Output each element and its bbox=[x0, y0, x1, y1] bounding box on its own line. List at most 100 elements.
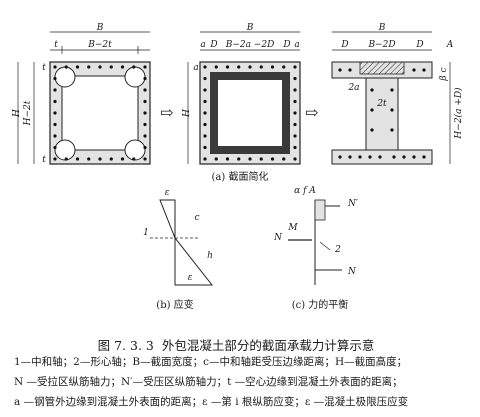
panel-c-label: (c) 力的平衡 bbox=[292, 298, 349, 311]
rebar-dot bbox=[370, 128, 374, 132]
rebar-dot bbox=[348, 155, 352, 159]
dim-ac-left: a bbox=[200, 40, 205, 50]
rebar-dot bbox=[370, 108, 374, 112]
dim-2tc: 2t bbox=[376, 99, 387, 109]
caption-line-3: a —钢管外边缘到混凝土外表面的距离；ε —第 i 根纵筋应变；ε —混凝土极限… bbox=[14, 396, 409, 408]
rebar-dot bbox=[53, 99, 57, 104]
rebar-dot bbox=[203, 76, 207, 81]
rebar-dot bbox=[143, 76, 147, 81]
rebar-dot bbox=[132, 65, 136, 69]
rebar-dot bbox=[282, 157, 286, 161]
rebar-dot bbox=[293, 88, 297, 92]
rebar-dot bbox=[75, 65, 80, 69]
rebar-dot bbox=[270, 157, 275, 161]
rebar-dot bbox=[358, 155, 362, 159]
rebar-dot bbox=[248, 157, 252, 161]
dim-H-2: H bbox=[182, 109, 192, 118]
caption-line-1: 1—中和轴；2—形心轴；B—截面宽度；c—中和轴距受压边缘距离；H—截面高度； bbox=[14, 356, 408, 368]
panel-a-label: (a) 截面简化 bbox=[212, 170, 269, 183]
rebar-dot bbox=[293, 76, 297, 81]
rebars-simplified bbox=[203, 65, 297, 161]
panel-b-label: (b) 应变 bbox=[156, 298, 193, 311]
rebar-dot bbox=[293, 99, 297, 104]
rebar-dot bbox=[87, 65, 91, 69]
rebar-dot bbox=[53, 122, 57, 127]
rebar-dot bbox=[259, 65, 263, 69]
rebar-dot bbox=[203, 88, 207, 92]
rebar-dot bbox=[259, 157, 263, 161]
section-simplified-hollow bbox=[218, 80, 282, 146]
dim-2ac: 2a bbox=[347, 83, 359, 93]
label-alpha-fc-Ac: α f A bbox=[294, 186, 316, 196]
label-2: 2 bbox=[334, 245, 341, 255]
rebar-dot bbox=[53, 76, 57, 81]
dim-B-2ac-2D: B−2a −2D bbox=[225, 40, 275, 50]
section-original: B t B−2t H H−2t t t bbox=[12, 23, 151, 165]
label-eps-cu: ε bbox=[165, 188, 170, 198]
dim-B: B bbox=[96, 23, 104, 33]
rebar-dot bbox=[338, 68, 342, 72]
rebar-dot bbox=[203, 145, 207, 150]
rebar-dot bbox=[293, 122, 297, 127]
rebars-original bbox=[53, 65, 147, 161]
label-Nu: N bbox=[273, 233, 283, 243]
rebar-dot bbox=[270, 65, 275, 69]
rebar-dot bbox=[412, 155, 416, 159]
steel-tube-bl bbox=[54, 139, 76, 161]
rebar-dot bbox=[203, 122, 207, 127]
dim-B-2: B bbox=[246, 23, 254, 33]
rebar-dot bbox=[203, 65, 207, 69]
rebar-dot bbox=[143, 157, 147, 161]
dim-D-right: D bbox=[282, 40, 290, 50]
rebar-dot bbox=[248, 65, 252, 69]
rebar-dot bbox=[143, 111, 147, 115]
label-Nl: N bbox=[347, 267, 357, 277]
dim-D-left: D bbox=[209, 40, 217, 50]
rebars-equivalent bbox=[338, 68, 426, 159]
rebar-dot bbox=[143, 122, 147, 127]
rebar-dot bbox=[368, 155, 372, 159]
rebar-dot bbox=[390, 108, 394, 112]
figure-title: 外包混凝土部分的截面承载力计算示意 bbox=[161, 338, 375, 353]
rebar-dot bbox=[132, 157, 136, 161]
rebar-dot bbox=[109, 157, 113, 161]
rebar-dot bbox=[293, 65, 297, 69]
rebar-dot bbox=[214, 157, 218, 161]
rebar-dot bbox=[120, 65, 125, 69]
figure-drawing: B t B−2t H H−2t t t ⇨ B a D B−2a −2D D a… bbox=[12, 23, 464, 311]
rebar-dot bbox=[214, 65, 218, 69]
rebar-dot bbox=[143, 65, 147, 69]
rebar-dot bbox=[338, 155, 342, 159]
rebar-dot bbox=[422, 155, 426, 159]
steel-tube-tr bbox=[124, 66, 146, 88]
section-simplified: B a D B−2a −2D D a H a bbox=[182, 23, 301, 165]
centroid-leader bbox=[319, 241, 331, 251]
rebar-dot bbox=[87, 157, 91, 161]
arrow-2: ⇨ bbox=[305, 103, 318, 122]
dim-beta1c: β c bbox=[439, 67, 449, 81]
rebar-dot bbox=[412, 68, 416, 72]
rebar-dot bbox=[120, 157, 125, 161]
rebar-dot bbox=[98, 65, 102, 69]
dim-tc-top: t bbox=[54, 40, 58, 50]
rebar-dot bbox=[143, 88, 147, 92]
rebar-dot bbox=[75, 157, 80, 161]
rebar-dot bbox=[53, 88, 57, 92]
rebar-dot bbox=[422, 68, 426, 72]
rebar-dot bbox=[390, 128, 394, 132]
dim-tc-bottom: t bbox=[42, 155, 46, 165]
rebar-dot bbox=[293, 157, 297, 161]
dim-A-scm: A bbox=[446, 40, 454, 50]
label-Nl-prime: N′ bbox=[347, 199, 358, 209]
label-1: 1 bbox=[143, 228, 149, 238]
dim-H-minus-2tc: H−2t bbox=[23, 100, 33, 126]
rebar-dot bbox=[225, 65, 230, 69]
rebar-dot bbox=[143, 145, 147, 150]
rebar-dot bbox=[378, 155, 382, 159]
dim-B-2D: B−2D bbox=[367, 40, 395, 50]
rebar-dot bbox=[402, 155, 406, 159]
bottom-flange bbox=[331, 149, 433, 165]
section-original-hollow bbox=[61, 75, 139, 151]
dim-B-minus-2tc: B−2t bbox=[87, 40, 112, 50]
